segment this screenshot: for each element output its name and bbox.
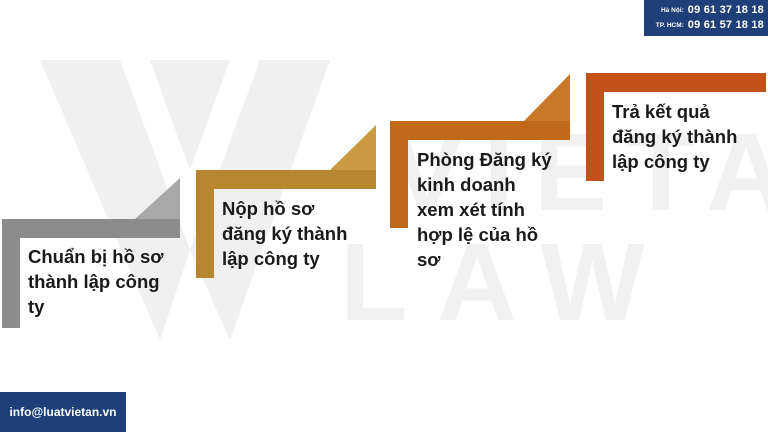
step-text-line: lập công ty bbox=[612, 151, 710, 172]
step-text-line: đăng ký thành bbox=[612, 126, 738, 147]
step-text-line: sơ bbox=[417, 249, 441, 270]
step-1-text: Chuẩn bị hồ sơ thành lập công ty bbox=[28, 244, 163, 319]
step-text-line: hợp lệ của hồ bbox=[417, 224, 539, 245]
step-text-line: Nộp hồ sơ bbox=[222, 198, 315, 219]
phone-number[interactable]: 09 61 37 18 18 bbox=[687, 4, 764, 16]
email-link[interactable]: info@luatvietan.vn bbox=[0, 392, 126, 432]
contact-hcm: TP. HCM: 09 61 57 18 18 bbox=[648, 18, 764, 32]
step-text-line: xem xét tính bbox=[417, 199, 525, 220]
step-2-shape bbox=[196, 125, 376, 278]
step-text-line: thành lập công bbox=[28, 271, 160, 292]
step-text-line: đăng ký thành bbox=[222, 223, 348, 244]
step-1-shape bbox=[2, 178, 180, 328]
step-text-line: Chuẩn bị hồ sơ bbox=[28, 246, 164, 267]
step-text-line: Trả kết quả bbox=[612, 101, 710, 122]
step-text-line: lập công ty bbox=[222, 248, 320, 269]
step-text-line: kinh doanh bbox=[417, 174, 516, 195]
step-3-shape bbox=[390, 74, 570, 228]
step-4-shape bbox=[586, 73, 766, 181]
step-2-text: Nộp hồ sơ đăng ký thành lập công ty bbox=[222, 196, 347, 271]
step-text-line: Phòng Đăng ký bbox=[417, 149, 552, 170]
svg-text:LAW: LAW bbox=[340, 221, 674, 344]
city-label: TP. HCM: bbox=[655, 21, 684, 29]
step-text-line: ty bbox=[28, 296, 45, 317]
contact-box: Hà Nội: 09 61 37 18 18 TP. HCM: 09 61 57… bbox=[644, 0, 768, 36]
phone-number[interactable]: 09 61 57 18 18 bbox=[687, 19, 764, 31]
step-4-text: Trả kết quả đăng ký thành lập công ty bbox=[612, 99, 737, 174]
contact-hanoi: Hà Nội: 09 61 37 18 18 bbox=[648, 3, 764, 17]
city-label: Hà Nội: bbox=[661, 6, 684, 14]
step-3-text: Phòng Đăng ký kinh doanh xem xét tính hợ… bbox=[417, 147, 552, 272]
